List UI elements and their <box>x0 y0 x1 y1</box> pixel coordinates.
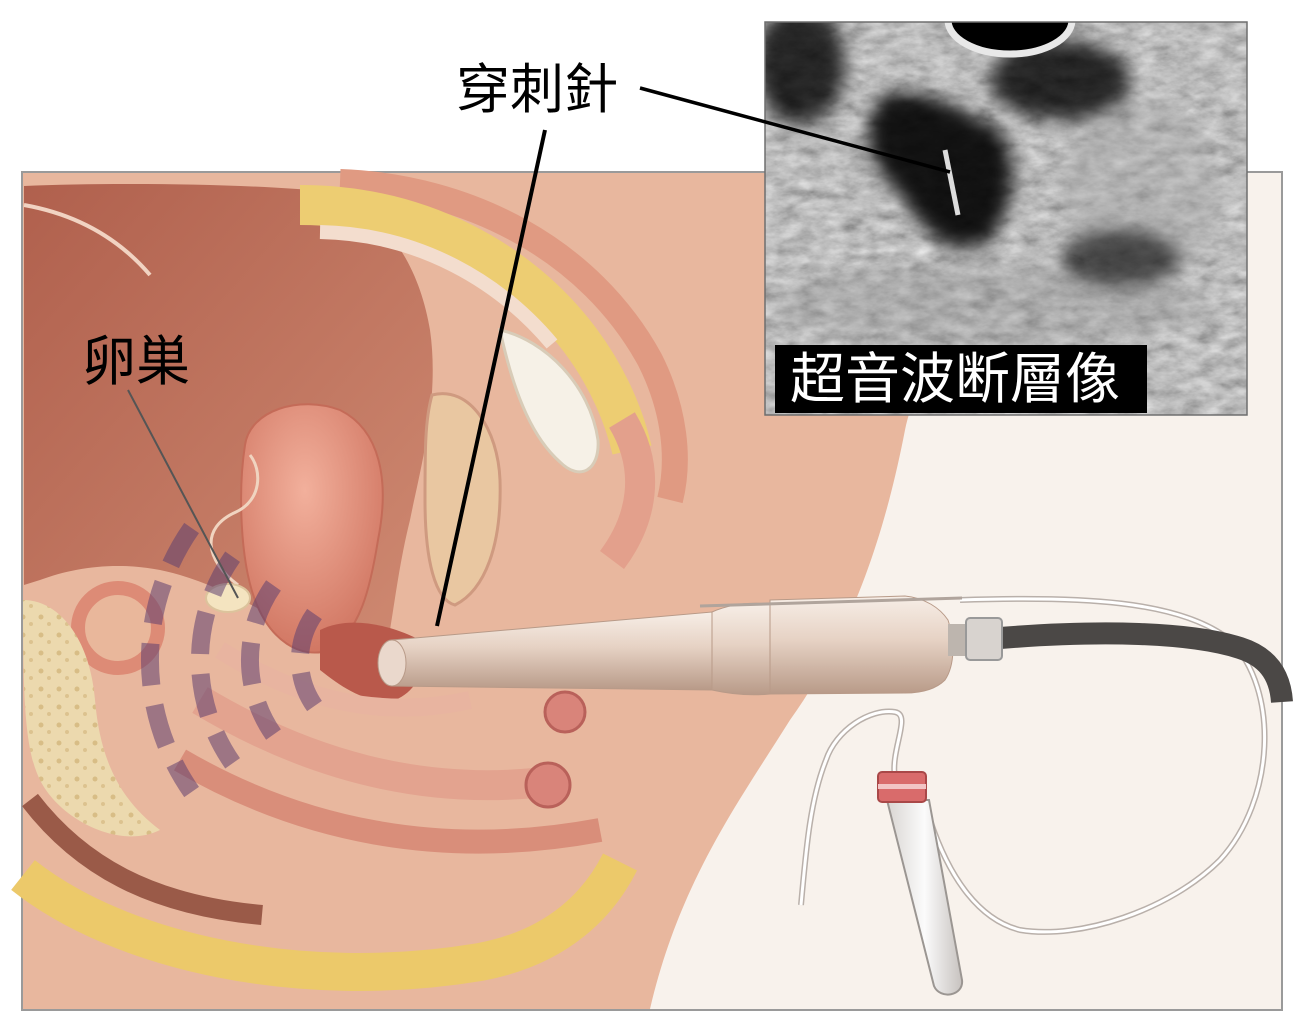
ovary-label: 卵巣 <box>82 330 190 393</box>
probe-tip <box>378 640 406 686</box>
tissue-nodule-lower <box>526 763 570 807</box>
ultrasound-dark-right <box>1060 230 1180 286</box>
ultrasound-dark-left <box>755 5 845 125</box>
test-tube-cap-band <box>878 784 926 789</box>
needle-label: 穿刺針 <box>456 58 618 121</box>
tissue-nodule-upper <box>545 692 585 732</box>
probe-handle <box>770 596 953 694</box>
probe-connector <box>966 618 1002 660</box>
probe-collar <box>712 603 770 695</box>
ultrasound-label: 超音波断層像 <box>790 347 1120 411</box>
